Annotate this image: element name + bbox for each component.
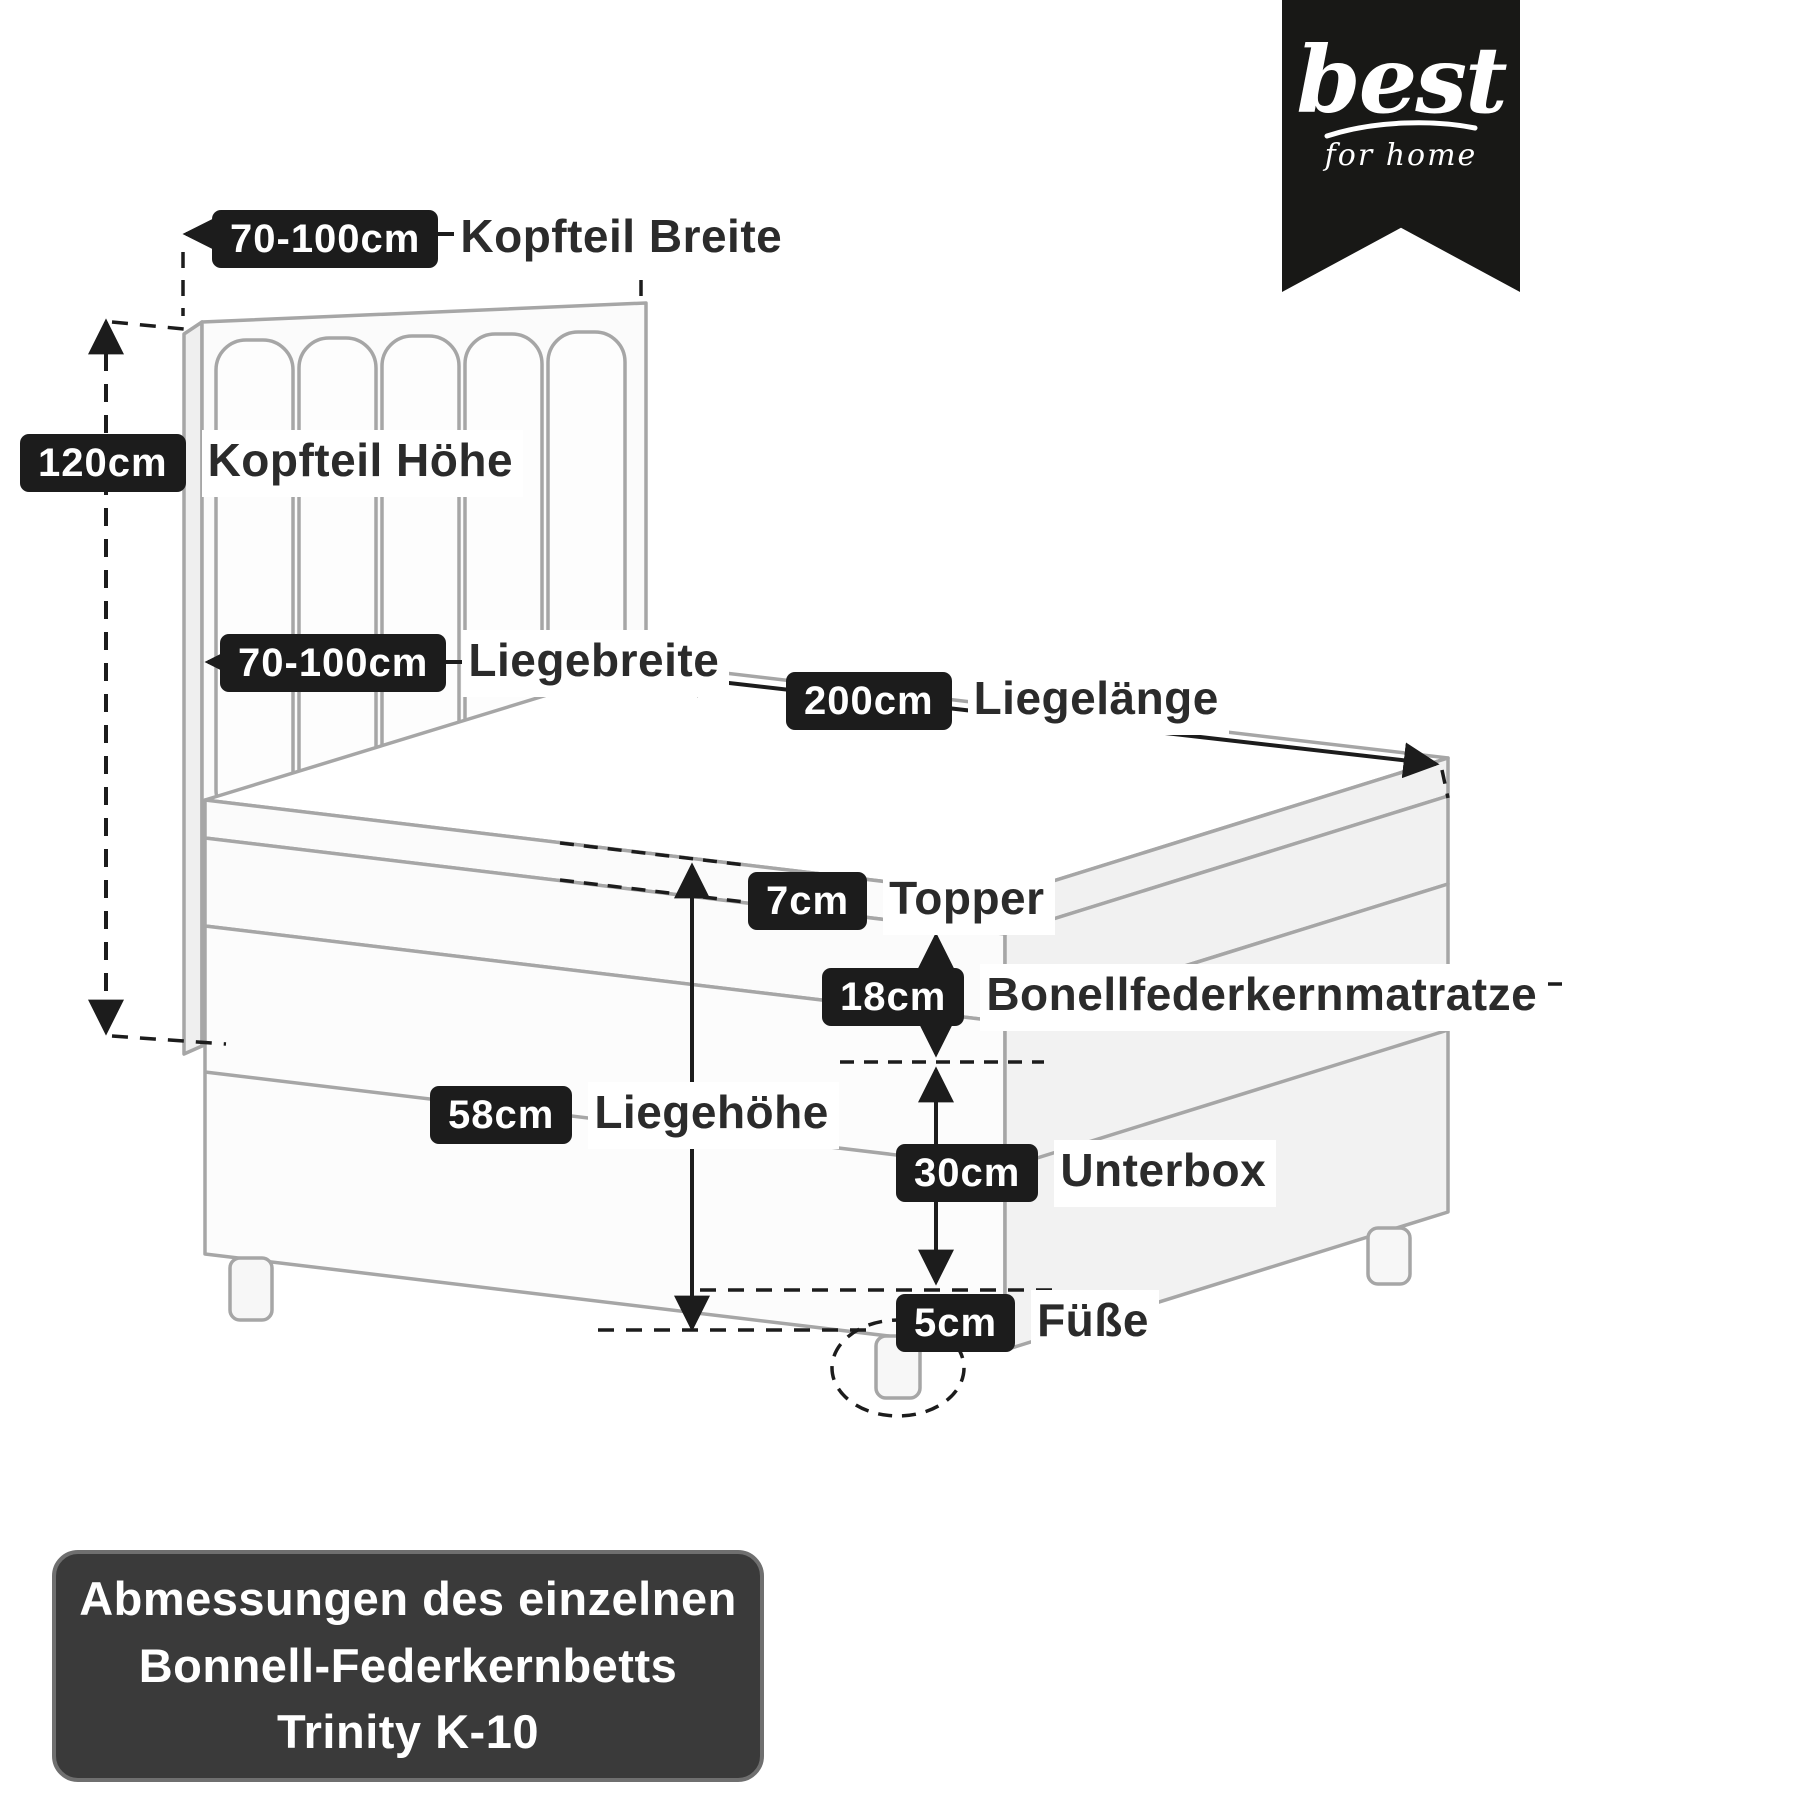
dim-liegehoehe: 58cm Liegehöhe	[430, 1082, 839, 1149]
logo-swoosh-icon	[1324, 120, 1478, 139]
dim-badge-liegehoehe: 58cm	[430, 1086, 573, 1145]
dim-badge-kopfteil-breite: 70-100cm	[212, 210, 439, 269]
dim-topper: 7cm Topper	[748, 868, 1055, 935]
dim-label-liegelaenge: Liegelänge	[967, 668, 1229, 735]
dim-label-topper: Topper	[883, 868, 1055, 935]
headboard-stripe	[297, 336, 378, 822]
dim-unterbox: 30cm Unterbox	[896, 1140, 1277, 1207]
dim-label-matratze: Bonellfederkernmatratze	[980, 964, 1548, 1031]
dim-liegebreite: 70-100cm Liegebreite	[220, 630, 730, 697]
dim-badge-unterbox: 30cm	[896, 1144, 1039, 1203]
dim-matratze: 18cm Bonellfederkernmatratze	[822, 964, 1548, 1031]
dim-label-liegebreite: Liegebreite	[462, 630, 730, 697]
bed-foot-far-right	[1366, 1226, 1412, 1286]
dim-label-kopfteil-breite: Kopfteil Breite	[454, 206, 793, 273]
dim-badge-matratze: 18cm	[822, 968, 965, 1027]
bed-foot-front-left	[228, 1256, 274, 1322]
headboard-stripe	[214, 338, 295, 822]
caption-line-3: Trinity K-10	[277, 1705, 539, 1759]
dim-label-unterbox: Unterbox	[1054, 1140, 1277, 1207]
caption-line-2: Bonnell-Federkernbetts	[138, 1638, 678, 1692]
dim-drop-liegelaenge	[1440, 769, 1450, 799]
dim-label-kopfteil-hoehe: Kopfteil Höhe	[201, 430, 524, 497]
dim-badge-topper: 7cm	[748, 872, 868, 931]
topper-dash-top	[559, 841, 746, 867]
dim-tick-top	[111, 320, 195, 332]
dim-badge-liegebreite: 70-100cm	[220, 634, 447, 693]
dim-label-fuesse: Füße	[1031, 1290, 1159, 1357]
product-caption: Abmessungen des einzelnen Bonnell-Federk…	[52, 1550, 764, 1783]
dim-kopfteil-breite: 70-100cm Kopfteil Breite	[212, 206, 793, 273]
dim-badge-liegelaenge: 200cm	[786, 672, 952, 731]
brand-logo: best	[1296, 26, 1507, 134]
dim-kopfteil-hoehe: 120cm Kopfteil Höhe	[20, 430, 524, 497]
dim-badge-kopfteil-hoehe: 120cm	[20, 434, 186, 493]
dim-tick-bottom	[111, 1034, 227, 1046]
dim-liegelaenge: 200cm Liegelänge	[786, 668, 1229, 735]
topper-dash-bottom	[559, 878, 746, 904]
caption-line-1: Abmessungen des einzelnen	[79, 1572, 737, 1625]
dim-badge-fuesse: 5cm	[896, 1294, 1016, 1353]
dim-label-liegehoehe: Liegehöhe	[588, 1082, 839, 1149]
dim-fuesse: 5cm Füße	[896, 1290, 1159, 1357]
brand-logo-sub: for home	[1324, 138, 1478, 173]
